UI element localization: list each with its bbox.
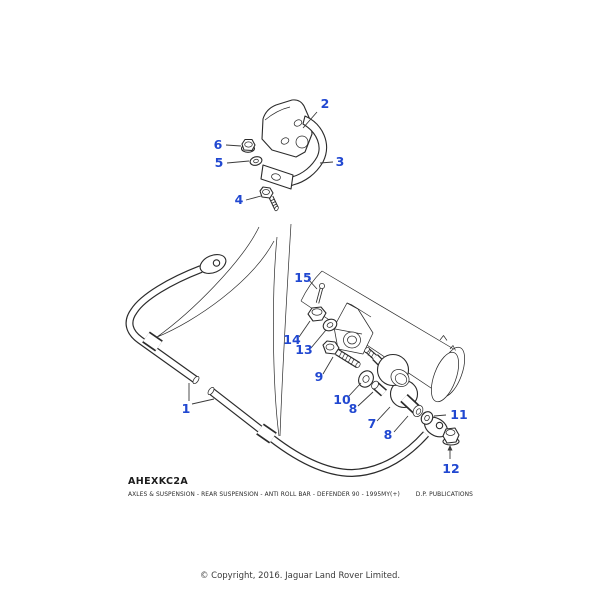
anti-roll-bar-drawing bbox=[125, 254, 449, 477]
rail-mount-bracket-drawing bbox=[333, 302, 374, 355]
callout-11-label: 11 bbox=[450, 407, 467, 422]
clamp-strap-drawing bbox=[260, 115, 328, 190]
callout-1-label: 1 bbox=[182, 401, 191, 416]
nut-6-drawing bbox=[240, 138, 256, 153]
callout-13-label: 13 bbox=[295, 342, 312, 357]
callout-8b-label: 8 bbox=[384, 427, 393, 442]
washer-11-drawing bbox=[420, 411, 434, 425]
callout-3-label: 3 bbox=[336, 154, 345, 169]
nut-12-drawing bbox=[442, 427, 460, 446]
bush-front-drawing bbox=[371, 380, 387, 397]
callout-2-label: 2 bbox=[321, 96, 330, 111]
washer-13-drawing bbox=[322, 318, 338, 332]
link-assembly-drawing bbox=[364, 347, 424, 418]
callout-14-label: 14 bbox=[283, 332, 301, 347]
clamp-bracket-drawing bbox=[261, 99, 313, 158]
washer-10-drawing bbox=[358, 370, 374, 388]
publisher-label: D.P. PUBLICATIONS bbox=[415, 492, 473, 498]
callout-4-label: 4 bbox=[235, 192, 244, 207]
callout-15-label: 15 bbox=[294, 270, 311, 285]
bolt-4-drawing bbox=[259, 186, 279, 212]
chassis-rail-drawing bbox=[300, 270, 466, 403]
callout-10-label: 10 bbox=[333, 392, 351, 407]
diagram-code: AHEXKC2A bbox=[128, 476, 189, 487]
callout-12-label: 12 bbox=[442, 461, 459, 476]
callout-9-label: 9 bbox=[315, 369, 324, 384]
copyright-notice: © Copyright, 2016. Jaguar Land Rover Lim… bbox=[199, 571, 401, 581]
callout-5-label: 5 bbox=[215, 155, 224, 170]
washer-5-drawing bbox=[249, 156, 263, 166]
split-pin-drawing bbox=[315, 283, 325, 304]
nut-14-drawing bbox=[307, 306, 327, 322]
callout-leader-lines bbox=[188, 111, 453, 459]
callout-6-label: 6 bbox=[214, 137, 223, 152]
diagram-caption: AXLES & SUSPENSION - REAR SUSPENSION - A… bbox=[128, 492, 400, 498]
callout-7-label: 7 bbox=[368, 416, 377, 431]
bolt-9-drawing bbox=[322, 340, 361, 368]
callout-8a-label: 8 bbox=[349, 401, 358, 416]
alignment-funnel-lines bbox=[156, 223, 292, 437]
